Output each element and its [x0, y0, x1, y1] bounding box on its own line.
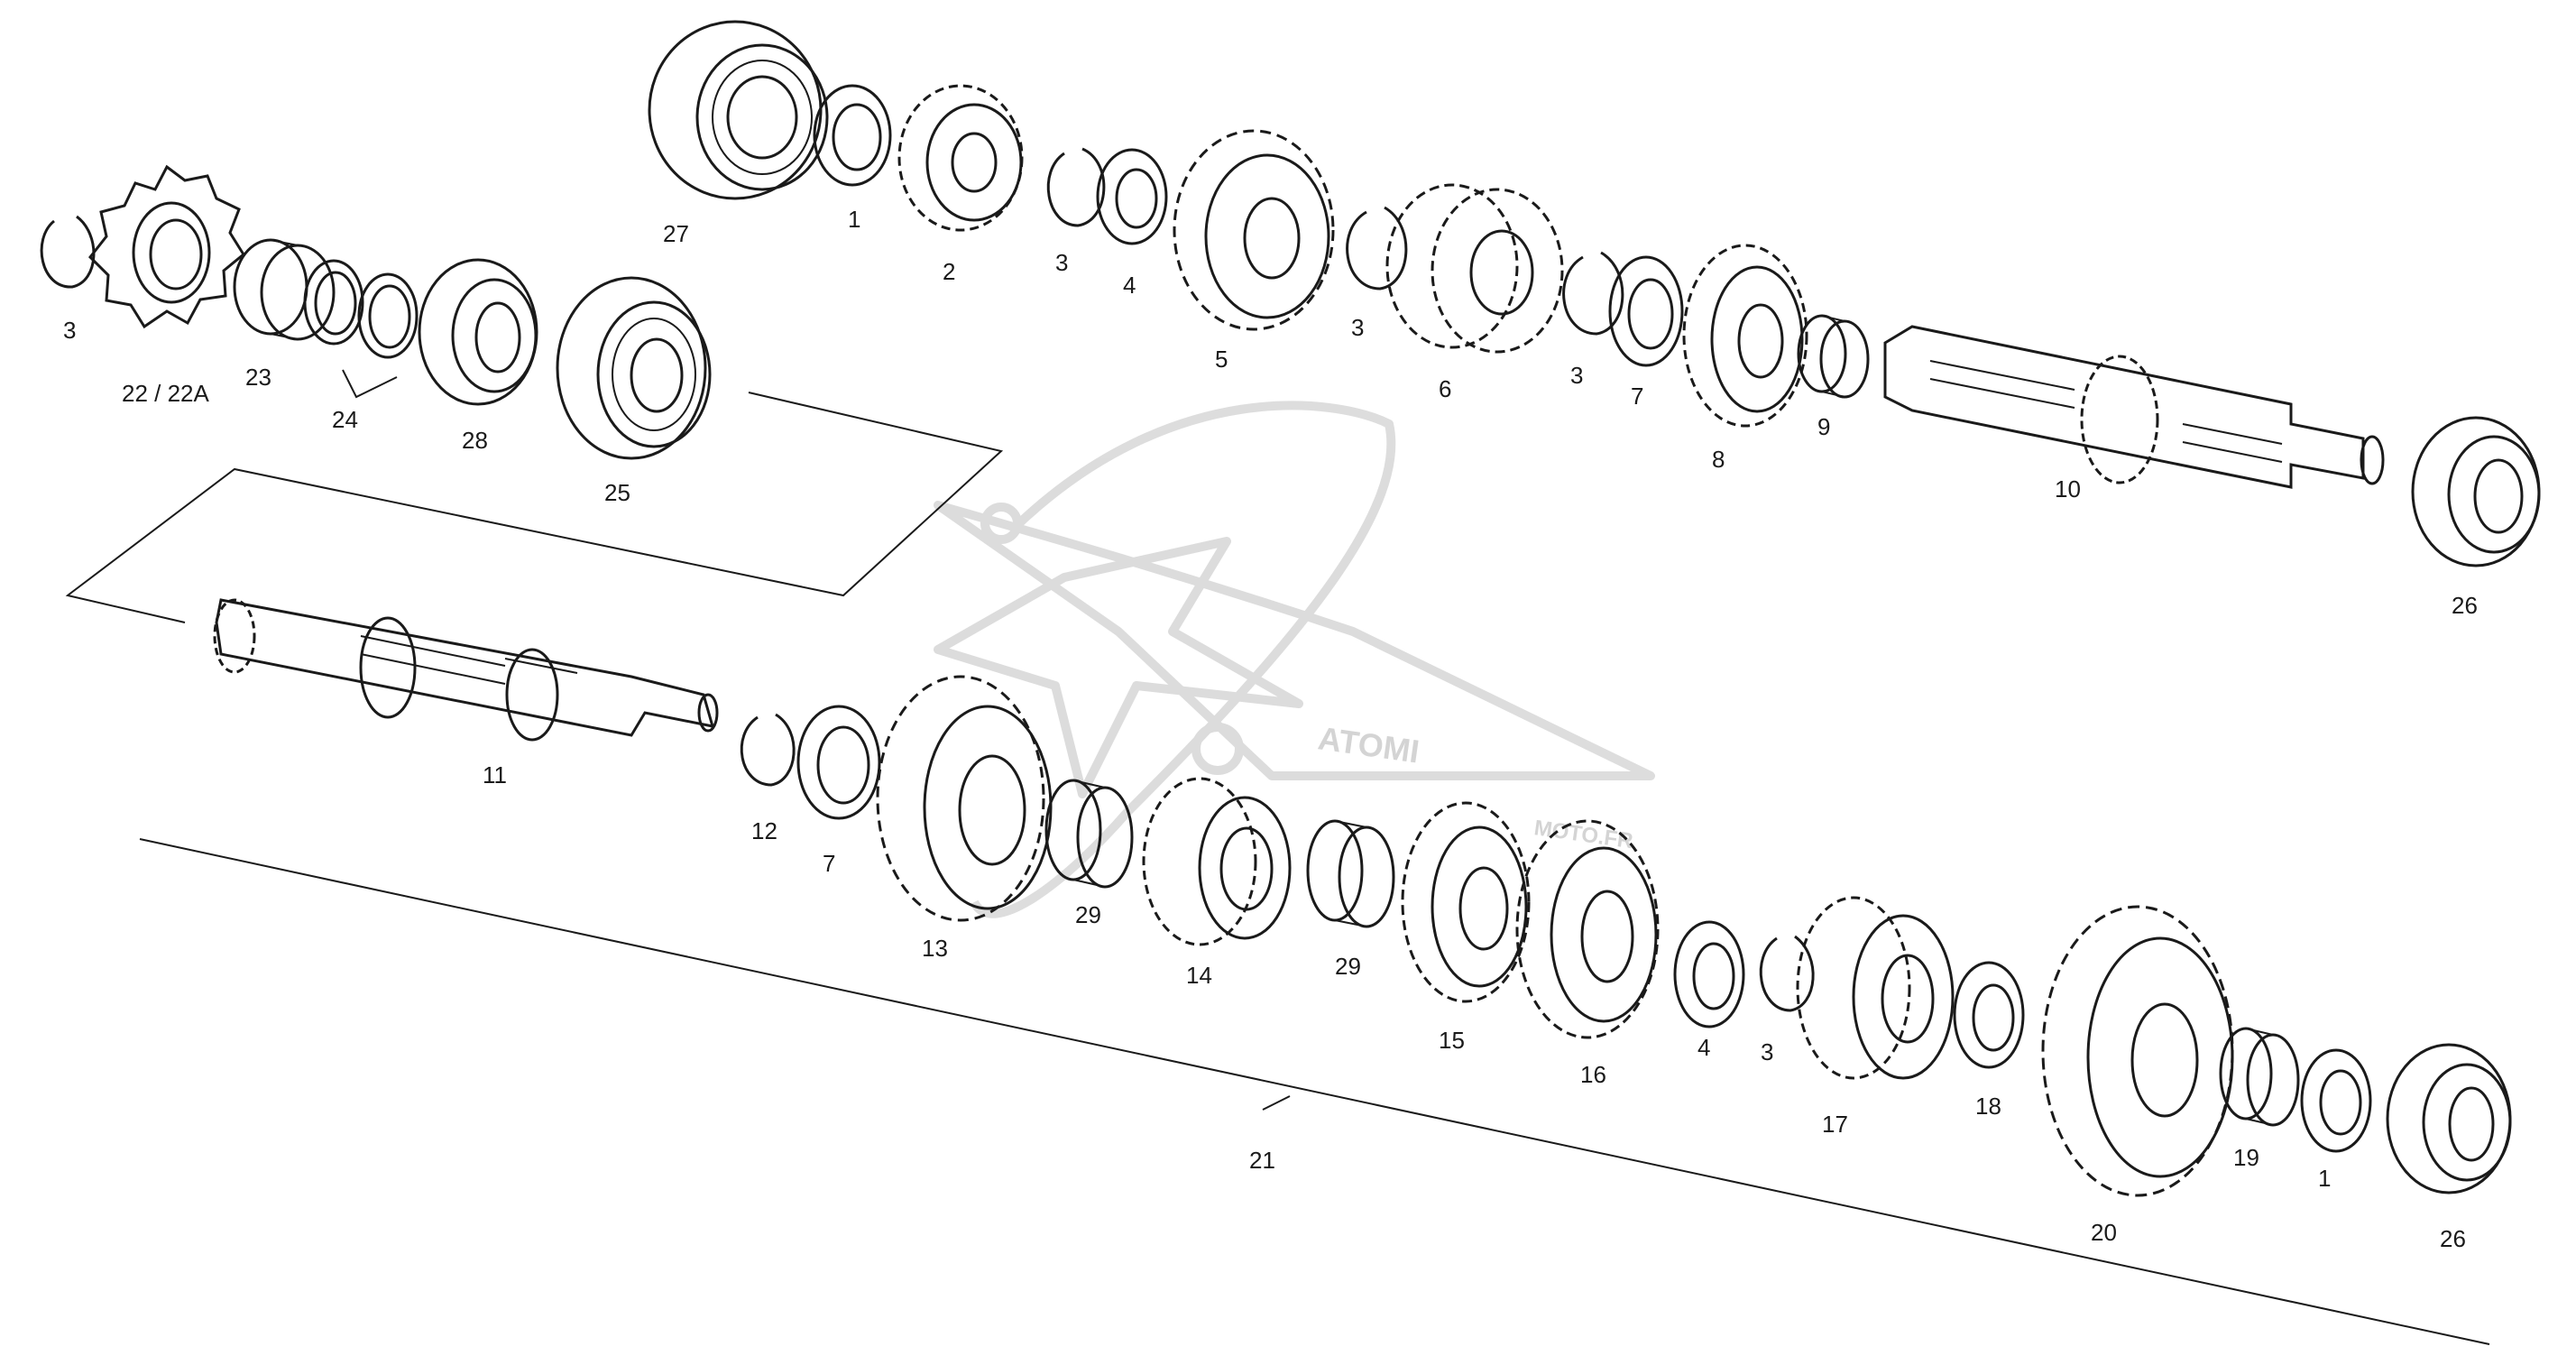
callout-9: 9	[1817, 413, 1830, 440]
callout-22-22a: 22 / 22A	[122, 380, 210, 407]
oring-24-leader	[342, 369, 398, 399]
callout-3-a: 3	[1055, 249, 1068, 276]
needle-cage-29-b	[1306, 819, 1395, 928]
callout-27: 27	[663, 220, 689, 247]
needle-bearing-19	[2219, 1027, 2300, 1127]
callout-3-d: 3	[63, 317, 76, 344]
callout-2: 2	[943, 258, 955, 285]
callout-4-upper: 4	[1123, 272, 1136, 299]
watermark-logo: ATOMI MOTO.FR	[934, 401, 1655, 918]
callout-29-a: 29	[1075, 901, 1101, 928]
callout-23: 23	[245, 364, 271, 391]
callout-3-e: 3	[1761, 1038, 1773, 1065]
gear-14	[1142, 777, 1292, 946]
circlip-3-e	[1759, 935, 1815, 1012]
callout-26-lower: 26	[2440, 1225, 2466, 1252]
washer-18	[1953, 961, 2025, 1069]
washer-1-upper	[813, 84, 892, 187]
bearing-25	[556, 276, 712, 460]
gear-8	[1682, 244, 1808, 428]
callout-4-lower: 4	[1697, 1034, 1710, 1061]
washer-4-lower	[1673, 920, 1745, 1028]
circlip-3-c	[1562, 251, 1624, 336]
circlip-3-d	[40, 215, 96, 289]
oring-24-a	[303, 259, 364, 346]
callout-18: 18	[1975, 1093, 2001, 1120]
needle-cage-29-a	[1044, 779, 1134, 889]
callout-15: 15	[1439, 1027, 1465, 1054]
circlip-3-a	[1046, 147, 1106, 227]
secondary-shaft-10	[1883, 325, 2385, 489]
circlip-3-b	[1346, 206, 1408, 291]
oring-24-b	[357, 272, 419, 359]
callout-10: 10	[2055, 475, 2081, 503]
callout-13: 13	[922, 935, 948, 962]
callout-26-upper: 26	[2452, 592, 2478, 619]
callout-11: 11	[483, 761, 507, 789]
callout-6: 6	[1439, 375, 1451, 402]
callout-7-lower: 7	[823, 850, 835, 877]
callout-3-c: 3	[1570, 362, 1583, 389]
callout-19: 19	[2233, 1144, 2259, 1171]
washer-1-lower	[2300, 1048, 2372, 1153]
callout-8: 8	[1712, 446, 1725, 473]
watermark-logo-text: ATOMI	[1316, 719, 1421, 770]
assembly-21-leader	[1262, 1095, 1291, 1111]
main-shaft-11	[213, 598, 719, 742]
bearing-27	[648, 20, 829, 200]
gear-2	[897, 84, 1024, 232]
gear-17	[1796, 896, 1955, 1080]
bearing-25-bracket	[65, 392, 1004, 623]
washer-7-lower	[796, 705, 881, 820]
gear-6	[1385, 183, 1564, 354]
gear-13	[876, 675, 1053, 922]
washer-4-upper	[1096, 148, 1168, 245]
seal-28	[418, 258, 538, 406]
callout-12: 12	[751, 817, 777, 844]
callout-21: 21	[1249, 1147, 1275, 1174]
callout-1-upper: 1	[848, 206, 860, 233]
needle-bearing-9	[1797, 314, 1870, 399]
callout-24: 24	[332, 406, 358, 433]
callout-7-upper: 7	[1631, 383, 1643, 410]
callout-20: 20	[2091, 1219, 2117, 1246]
gear-5	[1173, 129, 1335, 331]
assembly-21-line	[139, 838, 2490, 1345]
callout-1-lower: 1	[2318, 1165, 2331, 1192]
callout-16: 16	[1580, 1061, 1606, 1088]
callout-29-b: 29	[1335, 953, 1361, 980]
sprocket-22	[88, 164, 245, 329]
gear-16	[1515, 819, 1660, 1039]
callout-25: 25	[604, 479, 630, 506]
callout-28: 28	[462, 427, 488, 454]
callout-3-b: 3	[1351, 314, 1364, 341]
callout-5: 5	[1215, 346, 1228, 373]
callouts: 27 1 2 3 4 5 3 6 3 7 8 9 10 26 3 22 / 22…	[63, 206, 2478, 1252]
circlip-12	[740, 713, 796, 787]
bearing-26-lower	[2386, 1043, 2512, 1194]
washer-7-upper	[1608, 255, 1684, 367]
callout-14: 14	[1186, 962, 1212, 989]
bearing-26-upper	[2411, 416, 2541, 567]
gear-15	[1401, 801, 1531, 1003]
gear-20	[2041, 905, 2234, 1197]
callout-17: 17	[1822, 1111, 1848, 1138]
